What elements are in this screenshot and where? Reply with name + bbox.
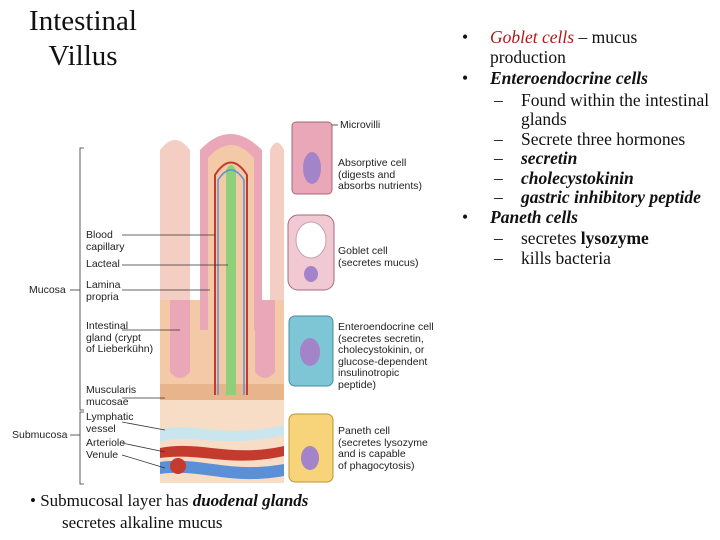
sub-item-text: Found within the intestinal glands <box>521 91 712 130</box>
label-lacteal: Lacteal <box>86 259 120 271</box>
label-enteroendocrine-cell: Enteroendocrine cell (secretes secretin,… <box>338 322 434 391</box>
label-venule: Venule <box>86 450 118 462</box>
label-goblet-cell: Goblet cell (secretes mucus) <box>338 246 419 269</box>
label-arteriole: Arteriole <box>86 438 125 450</box>
sub-item-text: secretes <box>521 228 581 248</box>
label-absorptive-cell: Absorptive cell (digests and absorbs nut… <box>338 158 422 193</box>
sub-item: – secretin <box>494 149 712 169</box>
absorptive-cell-closeup <box>292 122 332 194</box>
paneth-cell-closeup <box>289 414 333 482</box>
label-intestinal-gland: Intestinal gland (crypt of Lieberkühn) <box>86 321 153 356</box>
goblet-cells-term: Goblet cells <box>490 27 574 47</box>
label-microvilli: Microvilli <box>340 120 380 132</box>
bullet-dot: • <box>462 208 490 228</box>
bullet-list: • Goblet cells – mucus production • Ente… <box>462 28 712 268</box>
hormone-cholecystokinin: cholecystokinin <box>521 169 634 189</box>
crypt-left <box>170 300 190 378</box>
label-lymphatic-vessel: Lymphatic vessel <box>86 412 133 435</box>
lacteal-shape <box>226 165 236 395</box>
villus-left-partial <box>160 140 190 300</box>
bullet-dot: • <box>462 28 490 67</box>
label-lamina-propria: Lamina propria <box>86 280 120 303</box>
sub-item: – Secrete three hormones <box>494 130 712 150</box>
submucosa-note-line2: secretes alkaline mucus <box>30 512 308 534</box>
label-blood-capillary: Blood capillary <box>86 230 125 253</box>
label-paneth-cell: Paneth cell (secretes lysozyme and is ca… <box>338 426 428 472</box>
lysozyme-term: lysozyme <box>581 228 649 248</box>
submucosa-note: • Submucosal layer has duodenal glands s… <box>30 490 308 534</box>
label-mucosa: Mucosa <box>29 285 66 297</box>
duodenal-glands-term: duodenal glands <box>193 491 309 510</box>
label-submucosa: Submucosa <box>12 430 67 442</box>
paneth-term: Paneth cells <box>490 208 578 228</box>
sub-item-text: Secrete three hormones <box>521 130 685 150</box>
enteroendocrine-term: Enteroendocrine cells <box>490 69 648 89</box>
sub-item: – cholecystokinin <box>494 169 712 189</box>
muscularis-mucosae-layer <box>160 384 284 400</box>
sub-item-text: kills bacteria <box>521 249 611 269</box>
sub-item: – gastric inhibitory peptide <box>494 188 712 208</box>
label-muscularis-mucosae: Muscularis mucosae <box>86 385 136 408</box>
bullet-dot: • <box>462 69 490 89</box>
hormone-secretin: secretin <box>521 149 577 169</box>
artery-cross-section <box>170 458 186 474</box>
villus-right-partial <box>270 143 284 301</box>
goblet-cell-closeup <box>288 215 334 290</box>
sub-item: – secretes lysozyme <box>494 229 712 249</box>
bullet-paneth: • Paneth cells <box>462 208 712 228</box>
sub-item: – Found within the intestinal glands <box>494 91 712 130</box>
hormone-gip: gastric inhibitory peptide <box>521 188 701 208</box>
enteroendocrine-cell-closeup <box>289 316 333 386</box>
bullet-goblet: • Goblet cells – mucus production <box>462 28 712 67</box>
bullet-enteroendocrine: • Enteroendocrine cells <box>462 69 712 89</box>
sub-item: – kills bacteria <box>494 249 712 269</box>
